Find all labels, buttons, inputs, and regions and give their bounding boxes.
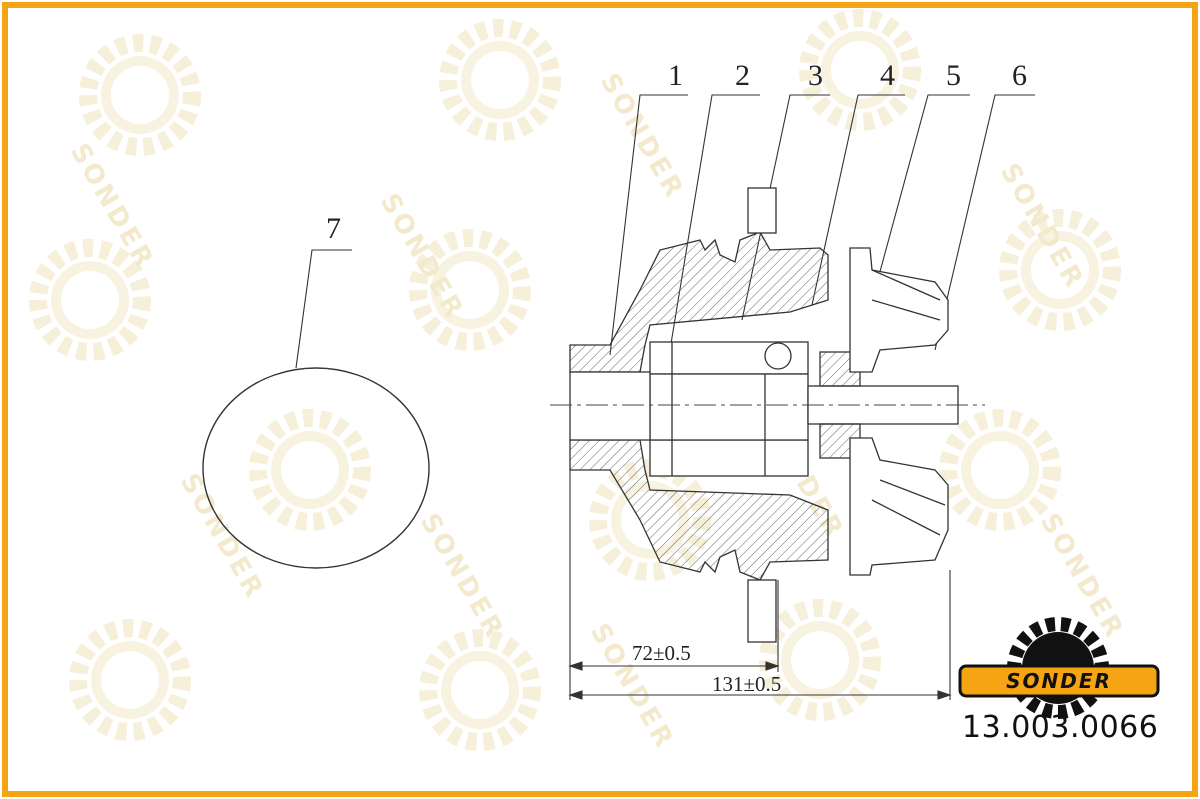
brand-logo: SONDER [958,617,1160,719]
pump-cross-section [569,187,959,643]
part-label-1: 1 [668,59,683,92]
part-number: 13.003.0066 [962,710,1159,745]
dimension-overall: 131±0.5 [712,672,781,696]
part-label-3: 3 [808,59,823,92]
watermark-text: SONDER [414,509,510,645]
part-label-5: 5 [946,59,961,92]
watermark-text: SONDER [584,619,680,755]
watermark-text: SONDER [64,139,160,275]
part-label-6: 6 [1012,59,1027,92]
o-ring-part-7 [202,367,430,569]
dimension-inner: 72±0.5 [632,641,691,665]
brand-name: SONDER [1006,669,1112,693]
part-label-4: 4 [880,59,895,92]
part-label-7: 7 [326,212,341,245]
dimension-lines [568,470,952,700]
part-label-2: 2 [735,59,750,92]
